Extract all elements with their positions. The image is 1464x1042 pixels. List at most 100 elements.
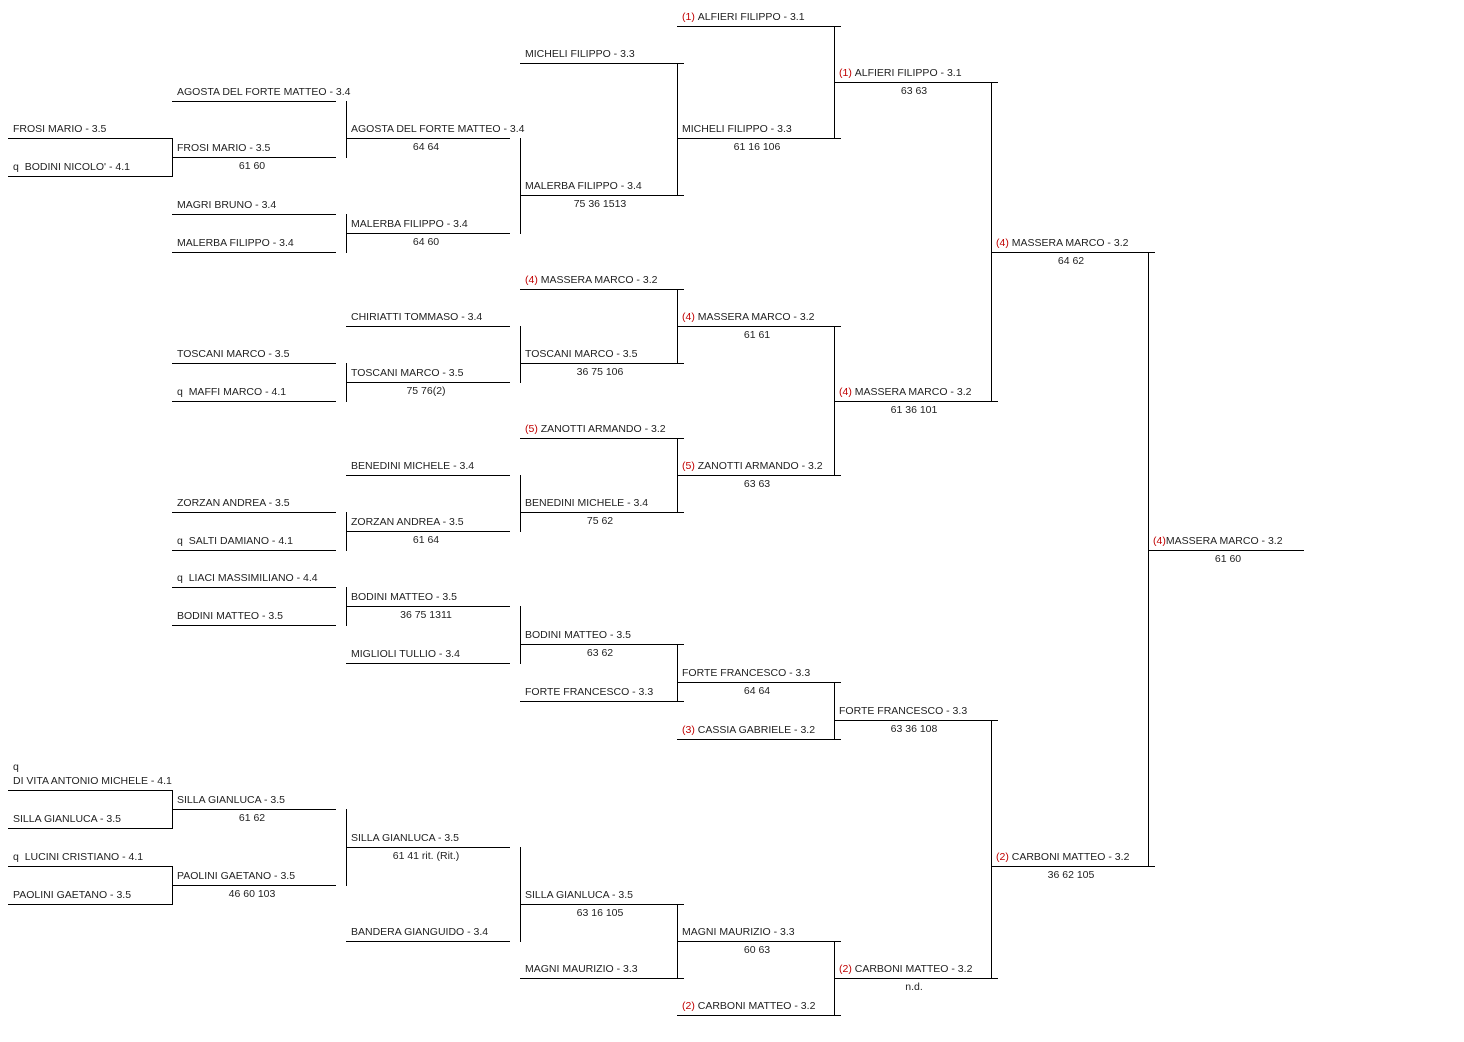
player-label: TOSCANI MARCO - 3.5 — [177, 348, 289, 361]
player-label: SILLA GIANLUCA - 3.5 — [351, 832, 459, 845]
player-label: PAOLINI GAETANO - 3.5 — [177, 870, 295, 883]
player-name: ZANOTTI ARMANDO - 3.2 — [540, 423, 666, 435]
player-name: MASSERA MARCO - 3.2 — [1165, 535, 1283, 547]
seed-number: (2) — [682, 1000, 698, 1012]
bracket-connector — [834, 941, 835, 1016]
player-label: ZORZAN ANDREA - 3.5 — [177, 497, 290, 510]
match-score: 64 64 — [743, 685, 771, 697]
player-line — [1148, 550, 1304, 551]
bracket-connector — [834, 26, 835, 139]
bracket-connector — [520, 326, 521, 383]
player-line — [172, 157, 336, 158]
bracket-connector — [1148, 252, 1149, 867]
player-name: MAGRI BRUNO - 3.4 — [177, 199, 277, 211]
player-line — [8, 828, 172, 829]
seed-number: (2) — [996, 851, 1012, 863]
bracket-connector — [677, 904, 678, 979]
player-name: AGOSTA DEL FORTE MATTEO - 3.4 — [177, 86, 351, 98]
player-label: MAGNI MAURIZIO - 3.3 — [525, 963, 638, 976]
bracket-connector — [346, 101, 347, 158]
player-line — [991, 866, 1155, 867]
player-label: (4) MASSERA MARCO - 3.2 — [996, 237, 1128, 250]
player-name: CARBONI MATTEO - 3.2 — [1011, 851, 1130, 863]
player-name: FROSI MARIO - 3.5 — [13, 123, 107, 135]
match-score: 75 76(2) — [406, 385, 446, 397]
bracket-connector — [991, 82, 992, 402]
player-name: FORTE FRANCESCO - 3.3 — [839, 705, 968, 717]
seed-number: (1) — [682, 11, 698, 23]
match-score: 36 62 105 — [1047, 869, 1095, 881]
player-line — [8, 904, 172, 905]
player-label: q BODINI NICOLO' - 4.1 — [13, 161, 130, 174]
player-name: MALERBA FILIPPO - 3.4 — [525, 180, 642, 192]
match-score: 64 60 — [412, 236, 440, 248]
match-score: 61 61 — [743, 329, 771, 341]
player-label: (1) ALFIERI FILIPPO - 3.1 — [682, 11, 805, 24]
player-label: MIGLIOLI TULLIO - 3.4 — [351, 648, 460, 661]
player-label: BODINI MATTEO - 3.5 — [177, 610, 283, 623]
match-score: 61 36 101 — [890, 404, 938, 416]
player-label: SILLA GIANLUCA - 3.5 — [177, 794, 285, 807]
player-line — [520, 289, 684, 290]
match-score: 36 75 1311 — [400, 609, 452, 621]
player-name: LUCINI CRISTIANO - 4.1 — [24, 851, 144, 863]
player-line — [172, 550, 336, 551]
player-name: MASSERA MARCO - 3.2 — [540, 274, 658, 286]
bracket-connector — [346, 587, 347, 626]
player-line — [677, 941, 841, 942]
player-name: ALFIERI FILIPPO - 3.1 — [697, 11, 805, 23]
player-name: MALERBA FILIPPO - 3.4 — [177, 237, 294, 249]
player-label: FORTE FRANCESCO - 3.3 — [525, 686, 653, 699]
player-label: BANDERA GIANGUIDO - 3.4 — [351, 926, 488, 939]
player-label: (4) MASSERA MARCO - 3.2 — [839, 386, 971, 399]
seed-number: (4) — [839, 386, 855, 398]
player-label: AGOSTA DEL FORTE MATTEO - 3.4 — [177, 86, 350, 99]
qualifier-mark: q — [13, 161, 25, 173]
seed-number: (3) — [682, 724, 698, 736]
seed-number: (4) — [682, 311, 698, 323]
match-score: 61 64 — [412, 534, 440, 546]
player-name: MALERBA FILIPPO - 3.4 — [351, 218, 468, 230]
player-name: MIGLIOLI TULLIO - 3.4 — [351, 648, 460, 660]
match-score: 63 63 — [743, 478, 771, 490]
player-line — [834, 978, 998, 979]
player-label: MALERBA FILIPPO - 3.4 — [525, 180, 642, 193]
player-name: SILLA GIANLUCA - 3.5 — [13, 813, 121, 825]
player-line — [520, 363, 684, 364]
player-label: (1) ALFIERI FILIPPO - 3.1 — [839, 67, 962, 80]
match-score: 63 63 — [900, 85, 928, 97]
player-line — [677, 682, 841, 683]
match-score: 61 16 106 — [733, 141, 781, 153]
player-line — [677, 326, 841, 327]
player-name: BENEDINI MICHELE - 3.4 — [351, 460, 475, 472]
player-line — [346, 475, 510, 476]
player-line — [520, 63, 684, 64]
player-name: ZORZAN ANDREA - 3.5 — [177, 497, 290, 509]
seed-number: (4) — [1153, 535, 1166, 547]
qualifier-mark: q — [177, 386, 189, 398]
bracket-connector — [677, 438, 678, 513]
player-line — [346, 606, 510, 607]
match-score: n.d. — [905, 981, 923, 993]
bracket-connector — [991, 720, 992, 979]
match-score: 60 63 — [743, 944, 771, 956]
match-score: 75 36 1513 — [573, 198, 627, 210]
seed-number: (5) — [525, 423, 541, 435]
player-name: CARBONI MATTEO - 3.2 — [854, 963, 973, 975]
bracket-connector — [520, 138, 521, 234]
player-line — [520, 644, 684, 645]
player-label: MICHELI FILIPPO - 3.3 — [525, 48, 635, 61]
player-label: (2) CARBONI MATTEO - 3.2 — [839, 963, 972, 976]
bracket-connector — [834, 326, 835, 476]
player-name: LIACI MASSIMILIANO - 4.4 — [188, 572, 318, 584]
player-label: (4) MASSERA MARCO - 3.2 — [525, 274, 657, 287]
match-score: 63 36 108 — [890, 723, 938, 735]
player-label: AGOSTA DEL FORTE MATTEO - 3.4 — [351, 123, 524, 136]
player-line — [172, 625, 336, 626]
bracket-connector — [346, 809, 347, 886]
player-label: (4)MASSERA MARCO - 3.2 — [1153, 535, 1283, 548]
player-label: MAGRI BRUNO - 3.4 — [177, 199, 276, 212]
player-label: MALERBA FILIPPO - 3.4 — [351, 218, 468, 231]
player-name: MAGNI MAURIZIO - 3.3 — [682, 926, 795, 938]
player-line — [677, 26, 841, 27]
